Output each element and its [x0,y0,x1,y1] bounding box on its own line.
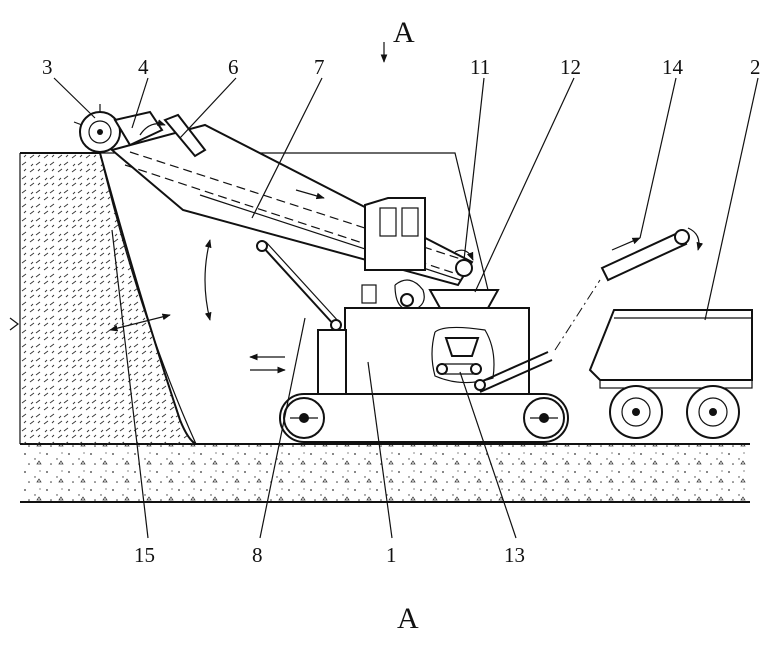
boom-cylinder [256,240,342,331]
operator-cab [361,197,426,311]
crusher-rollers [436,279,601,393]
label-11: 11 [470,55,490,79]
label-4: 4 [138,55,149,79]
label-8: 8 [252,543,263,567]
label-14: 14 [662,55,684,79]
transfer-conveyor [600,227,704,282]
label-15: 15 [134,543,155,567]
section-mark-bottom: A [397,602,419,635]
dump-truck [588,309,753,439]
section-line: A A [380,16,419,635]
section-mark-top: A [393,16,415,49]
rock-face [9,152,197,445]
ground [20,443,750,503]
motion-arrows [109,189,325,374]
label-6: 6 [228,55,239,79]
wheel-arm [113,110,207,158]
label-13: 13 [504,543,525,567]
cutting-wheel [73,104,127,153]
machine-body [317,307,530,395]
leader-lines [53,77,759,539]
label-2: 2 [750,55,761,79]
label-3: 3 [42,55,53,79]
hopper [428,289,500,309]
label-1: 1 [386,543,397,567]
label-7: 7 [314,55,325,79]
label-12: 12 [560,55,581,79]
part-labels: 3 4 6 7 11 12 14 2 15 8 1 13 [42,55,761,567]
crawler-track [279,393,569,443]
